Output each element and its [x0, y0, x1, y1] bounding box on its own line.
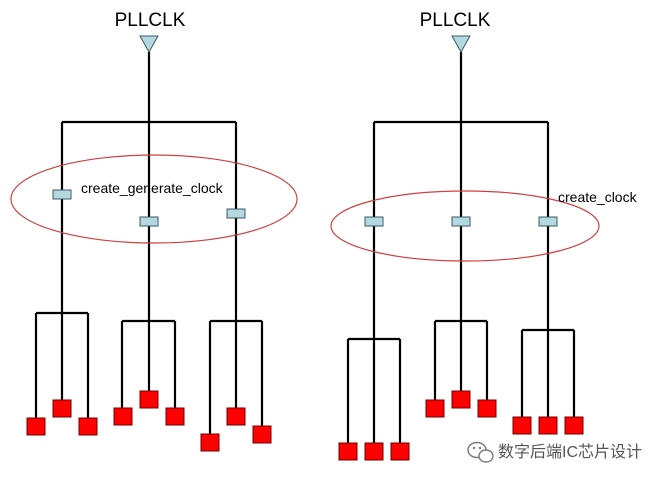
left-annotation-ellipse [10, 154, 298, 244]
right-annotation-label: create_clock [558, 189, 638, 205]
right-annotation-ellipse [330, 190, 600, 262]
right-sink-group-3-wires [520, 328, 576, 417]
left-sink-register-icon [52, 399, 72, 418]
left-buffer-3-icon [226, 208, 246, 219]
right-clock-tree: PLLCLK create_clock [330, 10, 638, 461]
right-trunk-wire [374, 52, 548, 124]
left-source-triangle-icon [139, 35, 159, 54]
watermark-text: 数字后端IC芯片设计 [498, 443, 642, 461]
left-sink-group-1-wires [34, 311, 90, 418]
right-sink-group-1-wires [346, 337, 402, 443]
left-sink-group-2-wires [120, 319, 177, 410]
right-sink-register-icon [538, 416, 558, 435]
left-sink-register-icon [113, 407, 133, 426]
left-sink-register-icon [165, 407, 185, 426]
left-sink-register-icon [226, 407, 246, 426]
right-branch-wires [372, 122, 550, 339]
right-sink-register-icon [390, 442, 410, 461]
right-sink-register-icon [512, 416, 532, 435]
left-buffer-2-icon [139, 216, 159, 227]
left-sink-register-icon [200, 433, 220, 452]
right-sink-register-icon [564, 416, 584, 435]
left-sink-register-icon [26, 417, 46, 436]
left-sink-register-icon [139, 390, 159, 409]
left-annotation-label: create_generate_clock [81, 180, 224, 196]
right-sink-register-icon [364, 442, 384, 461]
left-source-label: PLLCLK [115, 10, 186, 31]
left-sink-group-3-wires [208, 319, 264, 435]
right-buffer-2-icon [451, 216, 471, 227]
right-source-label: PLLCLK [420, 10, 491, 31]
left-sink-register-icon [78, 417, 98, 436]
right-source-triangle-icon [451, 35, 471, 54]
right-buffer-3-icon [538, 216, 558, 227]
watermark: 数字后端IC芯片设计 [467, 441, 642, 463]
wechat-icon [467, 441, 494, 463]
right-sink-register-icon [425, 399, 445, 418]
right-buffer-1-icon [364, 216, 384, 227]
right-sink-register-icon [338, 442, 358, 461]
right-sink-register-icon [477, 399, 497, 418]
right-sink-register-icon [451, 390, 471, 409]
left-clock-tree: PLLCLK create_generate_clock [10, 10, 298, 452]
left-buffer-1-icon [52, 189, 72, 200]
left-trunk-wire [62, 52, 236, 124]
left-sink-register-icon [252, 425, 272, 444]
right-sink-group-2-wires [433, 319, 489, 400]
